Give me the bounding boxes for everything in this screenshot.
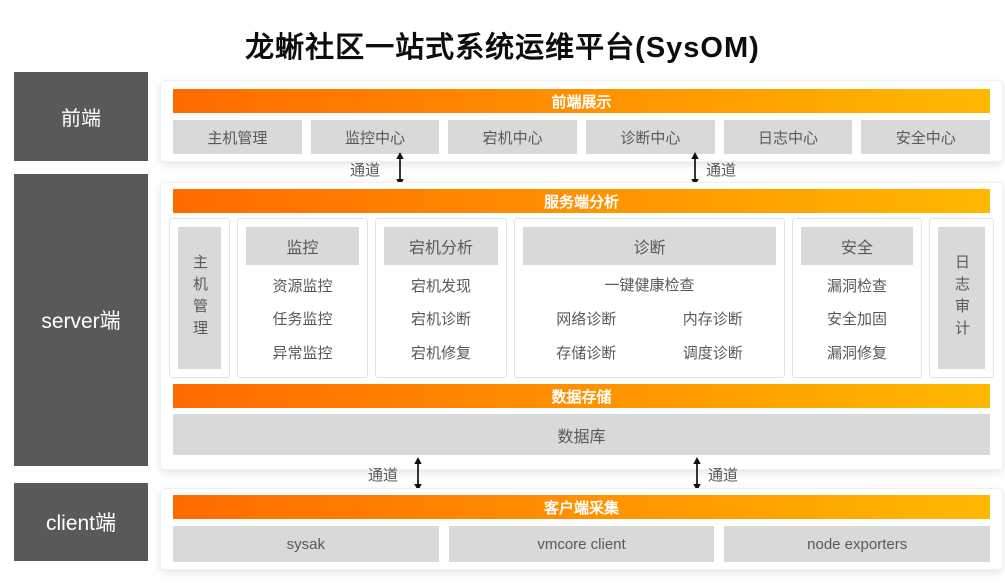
channel-link: 通道: [350, 152, 406, 186]
module-log-audit: 日志审计: [929, 218, 994, 378]
vertical-double-arrow-icon: [396, 152, 404, 186]
diagnosis-item: 存储诊断: [556, 344, 617, 362]
module-log-audit-label: 日志审计: [938, 227, 985, 369]
module-host-mgmt-label: 主机管理: [178, 227, 221, 369]
crash-item: 宕机发现: [410, 278, 471, 296]
frontend-button-row: 主机管理 监控中心 宕机中心 诊断中心 日志中心 安全中心: [173, 120, 991, 154]
security-item: 安全加固: [826, 311, 887, 329]
tier-label-client: client端: [14, 483, 148, 561]
diagnosis-item: 网络诊断: [556, 310, 617, 328]
frontend-module-host-mgmt: 主机管理: [173, 120, 302, 154]
channel-link: 通道: [691, 457, 738, 491]
frontend-module-crash-center: 宕机中心: [448, 120, 578, 154]
frontend-panel: 前端展示 主机管理 监控中心 宕机中心 诊断中心 日志中心 安全中心: [160, 80, 1003, 162]
diagnosis-featured-item: 一键健康检查: [604, 276, 695, 294]
server-panel: 服务端分析 主机管理 监控 资源监控 任务监控 异常监控 宕机分析 宕机发现 宕…: [160, 182, 1003, 470]
module-host-mgmt: 主机管理: [169, 218, 230, 378]
module-diagnosis-header: 诊断: [523, 227, 776, 265]
security-item: 漏洞修复: [826, 344, 887, 362]
frontend-module-monitor-center: 监控中心: [310, 120, 440, 154]
data-storage-header: 数据存储: [173, 384, 990, 408]
tier-label-frontend: 前端: [14, 72, 148, 161]
channel-label: 通道: [350, 161, 381, 179]
channel-label: 通道: [708, 466, 739, 484]
monitor-item: 资源监控: [272, 278, 333, 296]
module-security-items: 漏洞检查 安全加固 漏洞修复: [801, 265, 913, 369]
module-security-header: 安全: [801, 227, 913, 265]
module-monitor: 监控 资源监控 任务监控 异常监控: [237, 218, 368, 378]
frontend-module-log-center: 日志中心: [723, 120, 853, 154]
page-title: 龙蜥社区一站式系统运维平台(SysOM): [245, 32, 760, 64]
channel-label: 通道: [368, 466, 399, 484]
diagnosis-item: 内存诊断: [682, 310, 743, 328]
client-panel: 客户端采集 sysak vmcore client node exporters: [160, 488, 1003, 570]
frontend-module-diagnosis-center: 诊断中心: [586, 120, 715, 154]
frontend-panel-header: 前端展示: [173, 89, 990, 113]
client-agent-row: sysak vmcore client node exporters: [173, 526, 991, 562]
monitor-item: 异常监控: [272, 344, 333, 362]
client-agent-sysak: sysak: [173, 526, 439, 562]
channel-link: 通道: [368, 457, 424, 491]
client-agent-vmcore-client: vmcore client: [448, 526, 715, 562]
monitor-item: 任务监控: [272, 311, 333, 329]
module-crash-analysis-items: 宕机发现 宕机诊断 宕机修复: [384, 265, 498, 369]
vertical-double-arrow-icon: [691, 152, 699, 186]
module-security: 安全 漏洞检查 安全加固 漏洞修复: [792, 218, 922, 378]
channel-label: 通道: [706, 161, 737, 179]
module-diagnosis-items: 一键健康检查 网络诊断 内存诊断 存储诊断 调度诊断: [523, 265, 776, 369]
module-crash-analysis: 宕机分析 宕机发现 宕机诊断 宕机修复: [375, 218, 507, 378]
module-diagnosis: 诊断 一键健康检查 网络诊断 内存诊断 存储诊断 调度诊断: [514, 218, 785, 378]
server-panel-header: 服务端分析: [173, 189, 990, 213]
database-block: 数据库: [173, 414, 990, 455]
crash-item: 宕机诊断: [410, 311, 471, 329]
tier-label-server: server端: [14, 174, 148, 466]
client-panel-header: 客户端采集: [173, 495, 990, 519]
crash-item: 宕机修复: [410, 344, 471, 362]
diagnosis-item: 调度诊断: [682, 344, 743, 362]
frontend-module-security-center: 安全中心: [861, 120, 991, 154]
server-module-row: 主机管理 监控 资源监控 任务监控 异常监控 宕机分析 宕机发现 宕机诊断 宕机…: [169, 218, 994, 378]
vertical-double-arrow-icon: [414, 457, 422, 491]
module-crash-analysis-header: 宕机分析: [384, 227, 498, 265]
module-monitor-items: 资源监控 任务监控 异常监控: [246, 265, 359, 369]
security-item: 漏洞检查: [826, 278, 887, 296]
module-monitor-header: 监控: [246, 227, 359, 265]
vertical-double-arrow-icon: [693, 457, 701, 491]
client-agent-node-exporters: node exporters: [724, 526, 991, 562]
channel-link: 通道: [689, 152, 736, 186]
